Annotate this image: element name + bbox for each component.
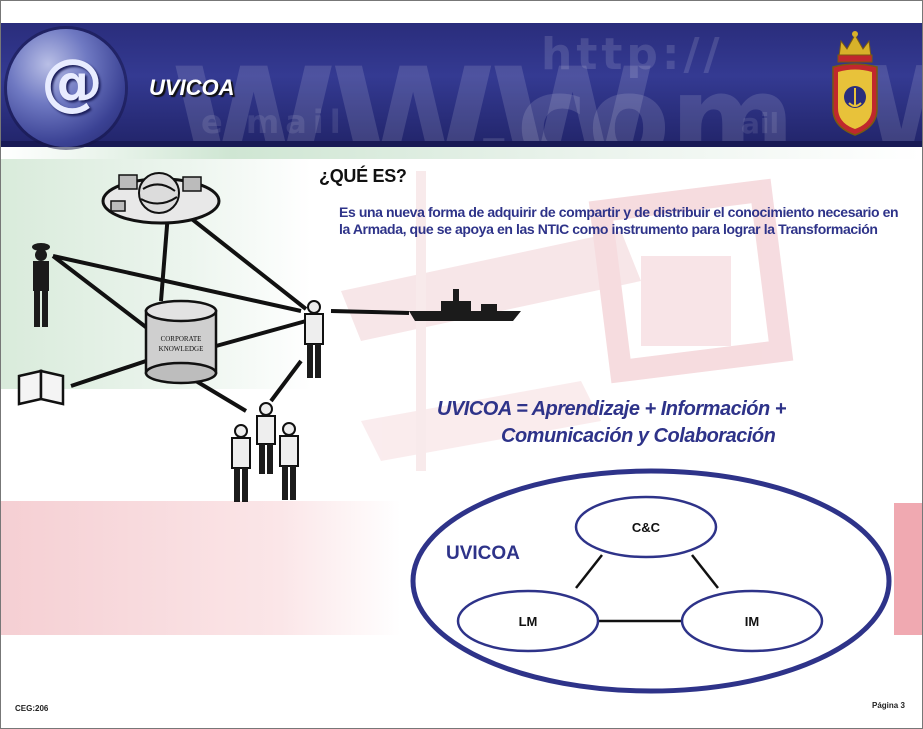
node-im-ellipse: [680, 589, 824, 653]
database-icon: [144, 299, 218, 385]
ship-icon: [409, 289, 521, 321]
header-banner: WWW http:// .com e mail ail W: [1, 23, 922, 211]
footer-code: CEG:206: [15, 704, 49, 713]
pink-bar-right: [894, 503, 922, 635]
email-globe-icon: @: [7, 29, 125, 147]
watermark-http: http://: [541, 29, 724, 80]
network-illustration: CORPORATE KNOWLEDGE: [17, 172, 521, 502]
node-cc-ellipse: [574, 495, 718, 559]
uvicoa-diagram-label: UVICOA: [446, 543, 520, 564]
equation-line-2: Comunicación y Colaboración: [501, 425, 776, 447]
database-label-line1: CORPORATE: [161, 335, 202, 343]
watermark-email: e mail: [201, 103, 347, 141]
node-cc-label: C&C: [632, 520, 661, 535]
watermark-com: .com: [471, 51, 796, 190]
node-im-label: IM: [745, 614, 759, 629]
database-label-line2: KNOWLEDGE: [159, 345, 204, 353]
internet-cloud-icon: [101, 172, 221, 225]
crew-group-figure: [231, 402, 299, 502]
banner-divider: [1, 141, 922, 147]
description-text: Es una nueva forma de adquirir de compar…: [339, 204, 899, 237]
officer-figure: [304, 300, 324, 378]
page-number: Página 3: [872, 701, 905, 710]
decorative-grid: [341, 171, 794, 471]
pink-bar-left: [1, 501, 401, 635]
uvicoa-diagram: UVICOA C&C LM IM: [410, 468, 892, 694]
navy-crest-icon: [832, 31, 878, 136]
equation-line-1: UVICOA = Aprendizaje + Información +: [437, 398, 786, 420]
book-icon: [17, 369, 65, 406]
watermark-ail: ail: [741, 107, 780, 140]
app-title: UVICOA: [149, 75, 235, 100]
node-lm-label: LM: [519, 614, 538, 629]
sailor-figure: [32, 243, 50, 327]
banner-strip: [1, 147, 922, 159]
section-heading: ¿QUÉ ES?: [319, 166, 407, 186]
node-lm-ellipse: [456, 589, 600, 653]
